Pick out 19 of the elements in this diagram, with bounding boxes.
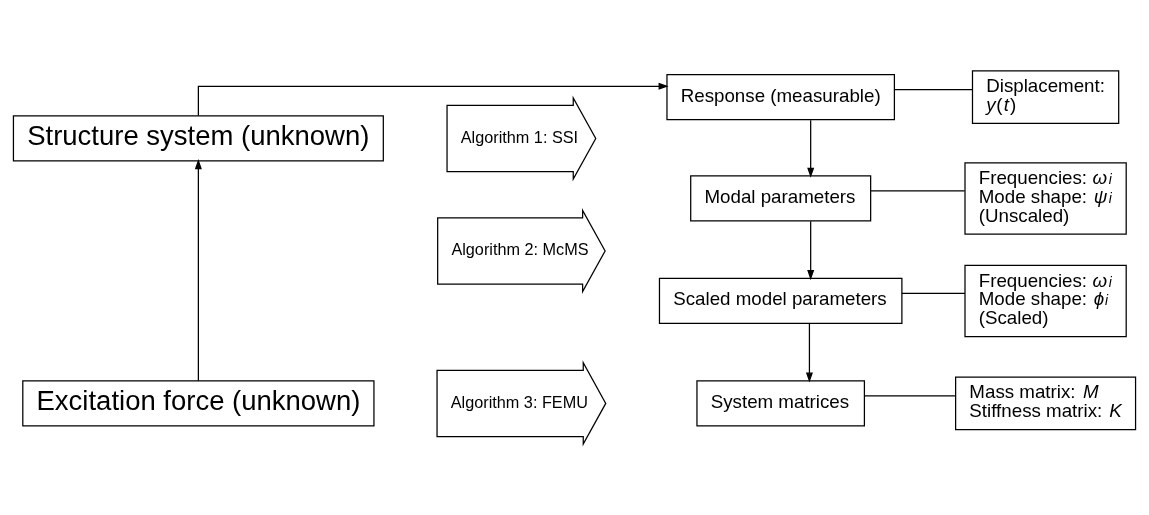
connector: [863, 395, 957, 397]
arrow: [807, 220, 815, 281]
node-box: Frequencies: ωi Mode shape: ψi (Unscaled): [964, 162, 1127, 235]
connector: [893, 89, 973, 91]
node-box: Scaled model parameters: [658, 277, 903, 325]
node-box: System matrices: [696, 380, 866, 427]
node-box: Mass matrix: M Stiffness matrix: K: [955, 376, 1137, 431]
arrow: [805, 323, 813, 383]
connector: [901, 292, 966, 295]
node-box: Excitation force (unknown): [22, 380, 375, 427]
connector: [870, 190, 966, 192]
arrow: [194, 159, 202, 382]
node-box: Modal parameters: [690, 175, 872, 222]
arrow: [197, 82, 669, 117]
node-box: Displacement: y(t): [971, 70, 1120, 125]
node-box: Frequencies: ωi Mode shape: ϕi (Scaled): [964, 264, 1127, 338]
arrow: [807, 119, 815, 178]
node-box: Structure system (unknown): [12, 115, 384, 162]
node-box: Response (measurable): [666, 74, 896, 121]
